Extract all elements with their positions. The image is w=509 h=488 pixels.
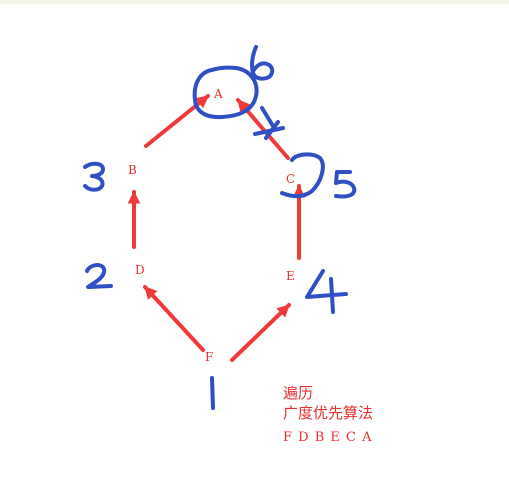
handwritten-circle-c — [280, 152, 325, 199]
node-e: E — [286, 269, 295, 283]
handwritten-5 — [334, 170, 357, 199]
node-c: C — [286, 172, 295, 186]
handwritten-6 — [250, 45, 275, 81]
handwritten-4 — [305, 269, 348, 314]
edge-f-d — [143, 285, 205, 352]
handwritten-3 — [83, 161, 105, 192]
edge-b-a — [144, 94, 210, 148]
node-d: D — [135, 263, 145, 277]
caption-traversal: 遍历 — [283, 384, 314, 402]
top-strip — [0, 0, 509, 4]
handwritten-1 — [210, 376, 215, 410]
node-b: B — [128, 163, 137, 177]
node-a: A — [213, 87, 223, 101]
handwritten-2 — [85, 263, 113, 289]
handwritten-scribble-4 — [253, 106, 285, 140]
handwritten-circle-a — [192, 65, 259, 120]
edge-f-e — [230, 303, 291, 362]
caption-sequence: F D B E C A — [283, 430, 373, 445]
node-f: F — [205, 350, 213, 364]
caption-bfs: 广度优先算法 — [283, 404, 374, 422]
